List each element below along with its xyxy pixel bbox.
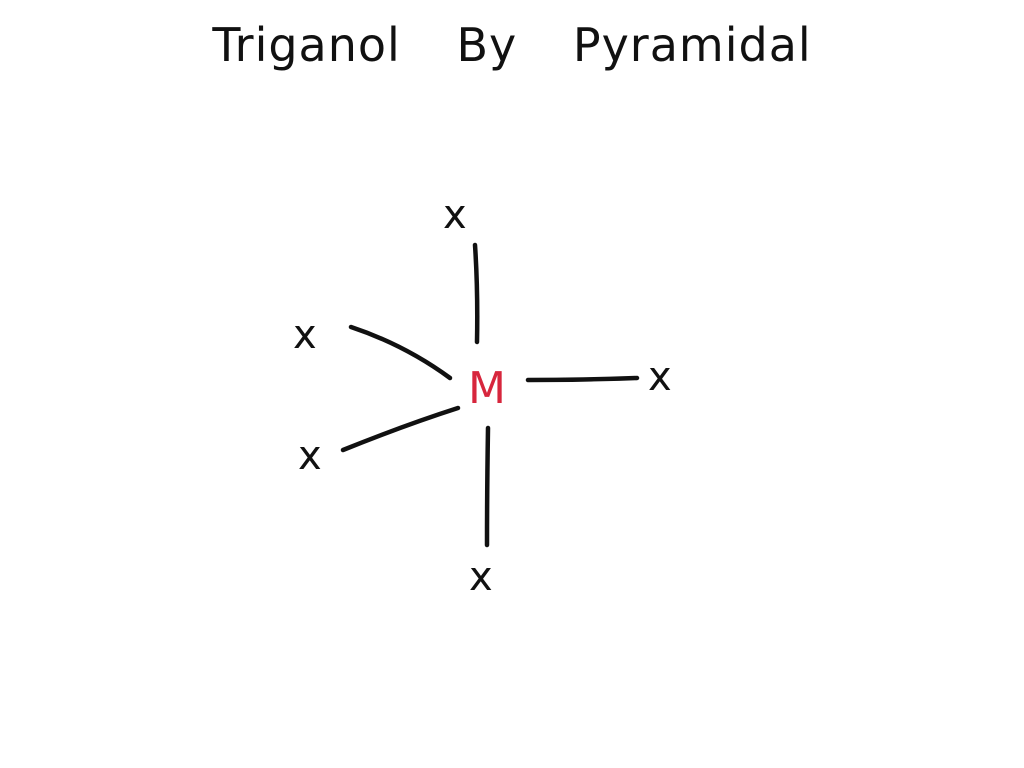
bond-lower-left (340, 405, 461, 453)
center-atom-label: M (468, 363, 506, 414)
ligand-lower-left-label: x (298, 433, 322, 479)
ligand-upper-left-label: x (293, 312, 317, 358)
ligand-bottom-label: x (469, 554, 493, 600)
ligand-right-label: x (648, 354, 672, 400)
bond-top (472, 242, 480, 345)
diagram-title: Triganol By Pyramidal (212, 18, 812, 72)
bond-right (525, 375, 640, 383)
bond-upper-left (348, 324, 453, 381)
ligand-top-label: x (443, 192, 467, 238)
bond-bottom (484, 425, 491, 548)
